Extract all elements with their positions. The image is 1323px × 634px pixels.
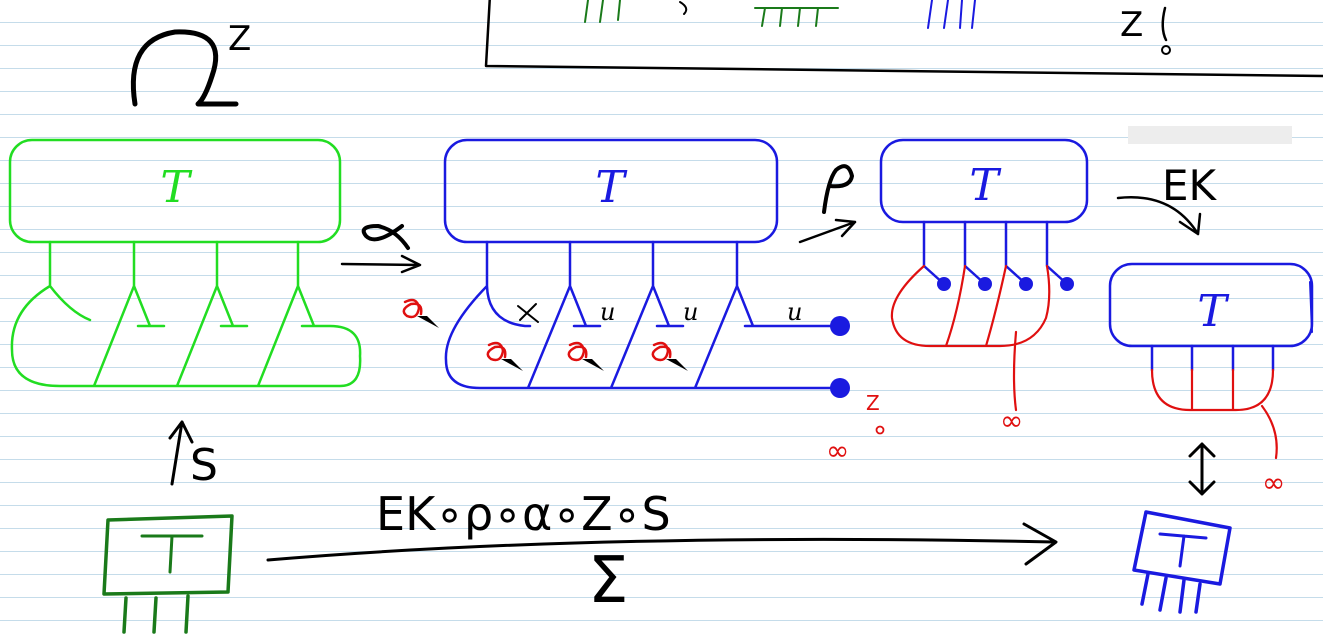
small-green-box: T [102,514,234,634]
sigma-arrow: EK∘ρ∘α∘Z∘S Σ [266,487,1058,618]
top-box: Z [484,0,1323,78]
small-blue-box: T [1132,510,1232,614]
green-T: T [160,162,193,213]
knot-icons [402,298,688,371]
knot-icon [486,341,523,371]
knot-icon [567,341,604,371]
ek-diagram: T ∞ [1108,262,1314,499]
bottom-formula: EK∘ρ∘α∘Z∘S [376,487,671,541]
infinity-label-3: ∞ [1262,466,1285,499]
blue-diagram: T u u u [443,138,850,398]
red-annotation-1: Z ∞ [826,391,885,467]
rho-T: T [969,160,1002,211]
infinity-label-2: ∞ [1000,404,1023,437]
omega-superscript: Z [228,19,251,59]
gray-strip [1128,126,1292,144]
top-box-z: Z [1120,5,1143,45]
knot-icon [402,298,439,328]
right-edge-mark [1309,281,1313,333]
s-arrow: S [168,420,218,491]
blue-dot-top [830,316,850,336]
u-label-1: u [600,298,615,326]
blue-dot-bottom [830,378,850,398]
ek-T: T [1197,286,1230,337]
rho-diagram: T ∞ [879,138,1089,437]
rho-arrow: ρ [798,164,857,244]
ek-arrow: EK [1116,161,1218,236]
u-label-2: u [683,298,698,326]
ek-label: EK [1162,161,1218,210]
s-label: S [190,440,218,491]
equiv-arrow: ↕ [1188,442,1216,496]
omega-label: Z [130,19,251,107]
u-label-3: u [787,298,802,326]
infinity-label-1: ∞ [826,434,849,467]
sigma-label: Σ [588,544,628,618]
green-diagram: T [8,138,362,388]
knot-icon [651,341,688,371]
alpha-arrow: α [340,224,422,274]
blue-T: T [595,162,628,213]
z-label: Z [866,391,880,415]
